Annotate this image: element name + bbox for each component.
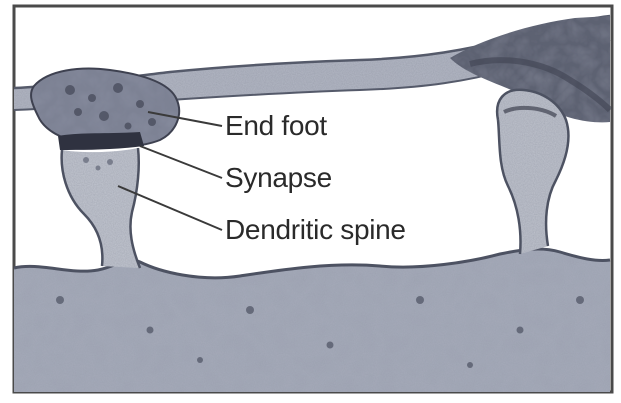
dendritic-spine-label: Dendritic spine	[225, 214, 406, 246]
end-foot-label: End foot	[225, 110, 327, 142]
synapse-label: Synapse	[225, 162, 332, 194]
synapse-cleft	[58, 132, 144, 150]
